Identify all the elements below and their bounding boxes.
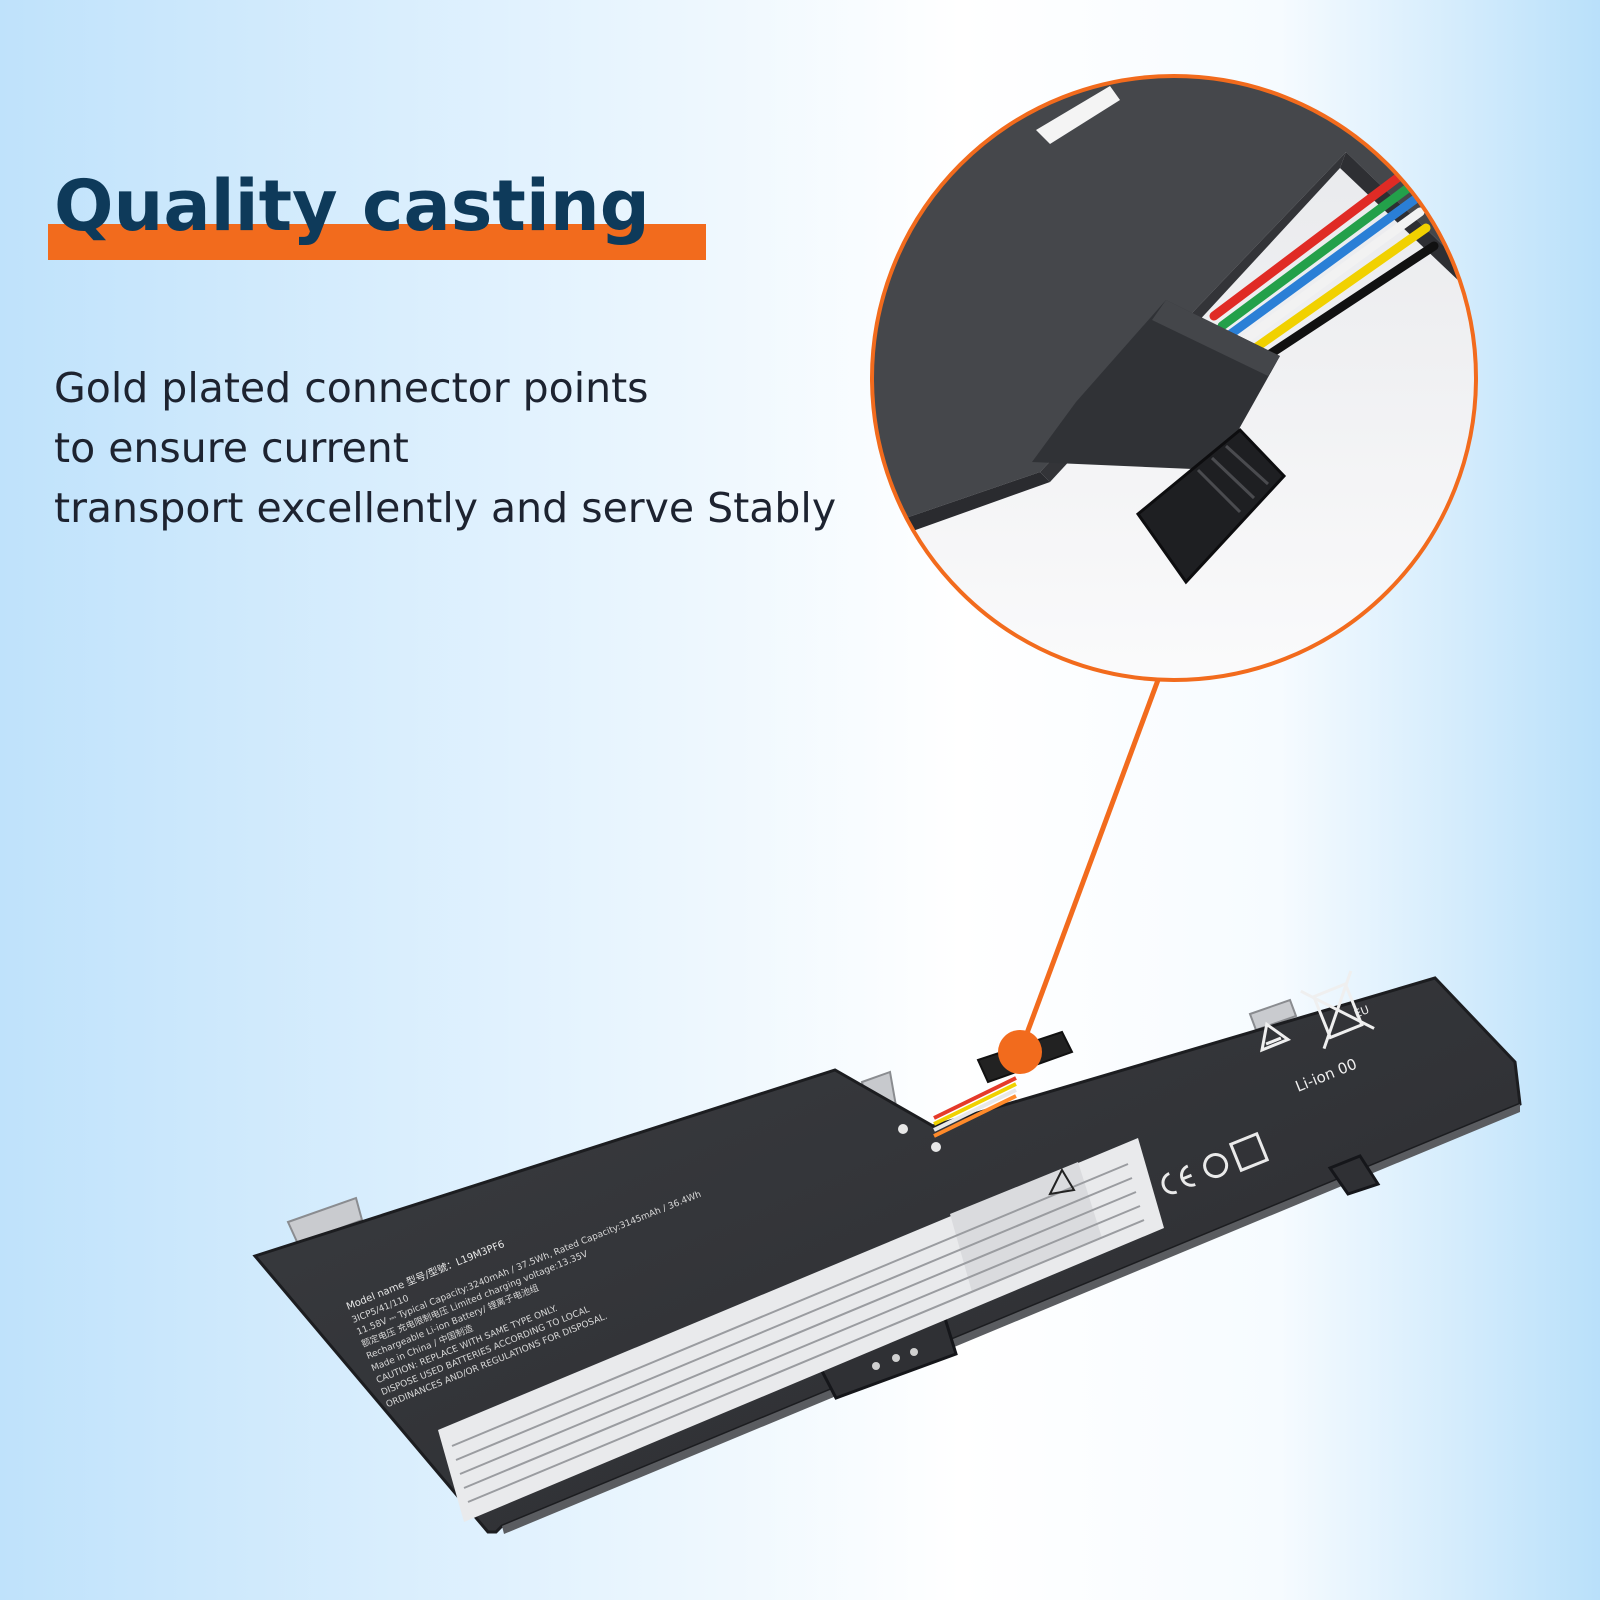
warning-triangle-icon: [1048, 1167, 1076, 1196]
headline-block: Quality casting: [48, 160, 708, 268]
description-line: to ensure current: [54, 424, 409, 472]
connector-plug: [1135, 427, 1287, 585]
feature-description: Gold plated connector points to ensure c…: [54, 358, 894, 538]
callout-leader-line: [1017, 679, 1161, 1053]
battery-pack: Model name 型号/型號：L19M3PF6 3ICP5/41/110 1…: [252, 970, 1522, 1534]
description-line: Gold plated connector points: [54, 364, 649, 412]
headline-accent-bar: [48, 224, 706, 260]
plus-terminal-icon: [1382, 124, 1422, 164]
certification-mark-icon: [1203, 1153, 1229, 1179]
callout-anchor-dot: [998, 1030, 1042, 1074]
description-line: transport excellently and serve Stably: [54, 484, 837, 532]
eu-mark-text: EU: [1352, 1003, 1371, 1021]
ce-mark-icon: [1161, 1164, 1196, 1195]
connector-zoom-callout: [870, 74, 1478, 682]
battery-wires: [933, 1076, 1017, 1138]
recycle-icon: [1260, 1021, 1292, 1053]
qr-mark-icon: [1228, 1131, 1270, 1173]
zoom-circle-border: [870, 74, 1478, 682]
page-title: Quality casting: [54, 165, 650, 247]
crossed-bin-icon: [1300, 970, 1375, 1050]
